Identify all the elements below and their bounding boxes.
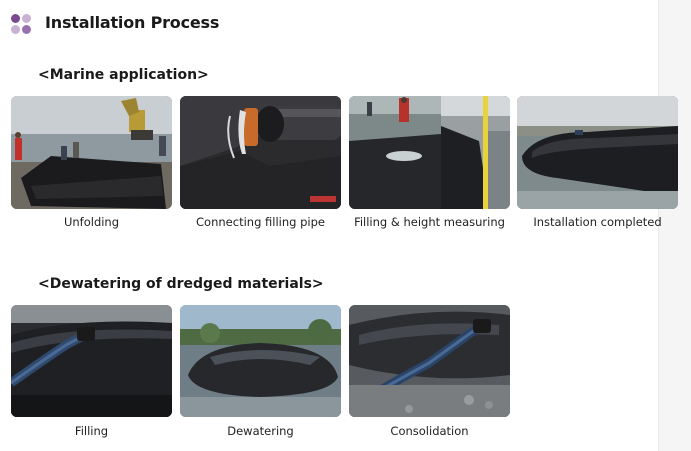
- right-margin-strip: [658, 0, 691, 451]
- dewatering-photo: [180, 305, 341, 417]
- caption-consolidation: Consolidation: [390, 424, 469, 438]
- caption-connecting-pipe: Connecting filling pipe: [196, 215, 325, 229]
- unfolding-photo: [11, 96, 172, 209]
- connecting-pipe-photo: [180, 96, 341, 209]
- caption-filling: Filling: [74, 424, 109, 438]
- caption-filling-measuring: Filling & height measuring: [354, 215, 505, 229]
- caption-dewatering: Dewatering: [227, 424, 294, 438]
- filling-photo: [11, 305, 172, 417]
- installation-completed-photo: [517, 96, 678, 209]
- filling-measuring-photo: [349, 96, 510, 209]
- section-title-marine: <Marine application>: [38, 67, 209, 83]
- caption-unfolding: Unfolding: [63, 215, 120, 229]
- page-title: Installation Process: [45, 13, 220, 32]
- caption-installation-completed: Installation completed: [533, 215, 662, 229]
- four-dots-icon: [11, 14, 31, 34]
- section-title-dewatering: <Dewatering of dredged materials>: [38, 276, 324, 292]
- consolidation-photo: [349, 305, 510, 417]
